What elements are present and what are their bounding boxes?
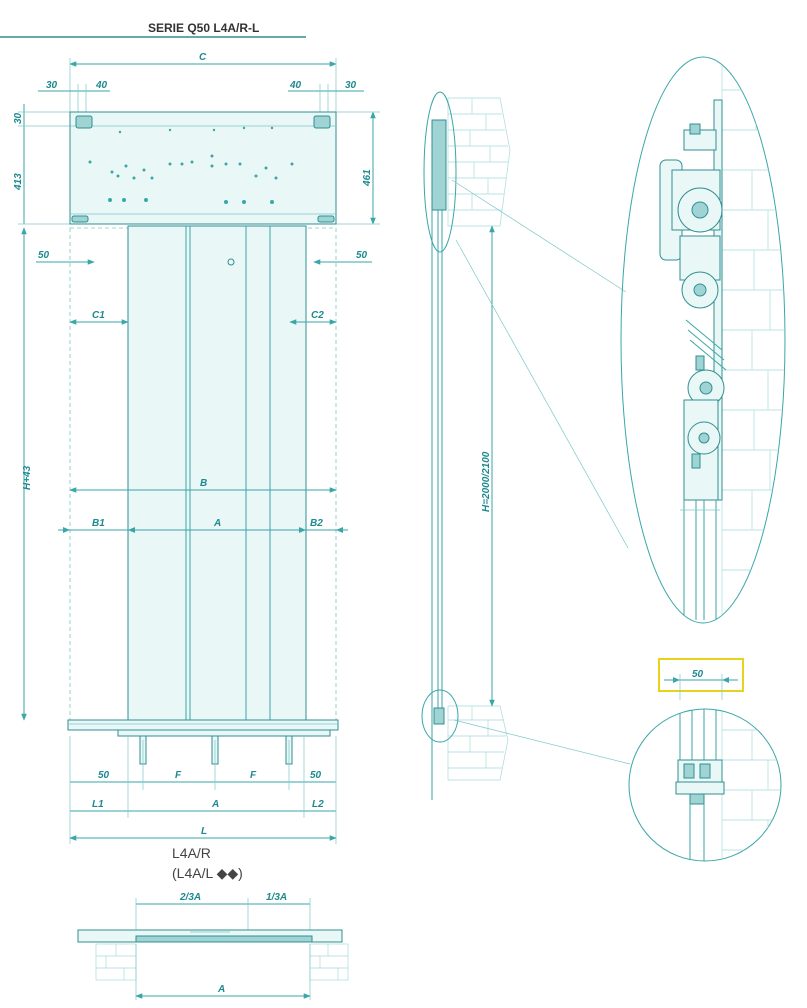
front-view: C 30 40 40 30 30 413 461: [13, 52, 380, 844]
title-block: SERIE Q50 L4A/R-L: [0, 21, 306, 38]
dim-right-30: 30: [345, 80, 357, 91]
plan-two-thirds: 2/3A: [179, 892, 201, 903]
dim-l1: L1: [92, 799, 104, 810]
drawing-title: SERIE Q50 L4A/R-L: [148, 21, 259, 35]
plan-one-third: 1/3A: [266, 892, 287, 903]
dim-f-right: F: [250, 770, 257, 781]
dim-f-left: F: [175, 770, 182, 781]
detail-top: [620, 56, 786, 624]
dim-v-30: 30: [13, 112, 24, 124]
dim-bottom-50-left: 50: [98, 770, 110, 781]
caption-line2: (L4A/L ◆◆): [172, 865, 243, 881]
dim-right-40: 40: [289, 80, 302, 91]
dim-left-40: 40: [95, 80, 108, 91]
dim-l: L: [201, 826, 207, 837]
detail-dim-50: 50: [692, 669, 704, 680]
dim-left-50: 50: [38, 250, 50, 261]
side-section: H=2000/2100: [421, 91, 631, 800]
dim-h43: H+43: [22, 465, 33, 490]
dim-c2: C2: [311, 310, 324, 321]
plan-view: 2/3A 1/3A A: [77, 892, 349, 1000]
caption-line1: L4A/R: [172, 845, 211, 861]
dim-bottom-50-right: 50: [310, 770, 322, 781]
dim-l2: L2: [312, 799, 324, 810]
dim-v-461: 461: [362, 169, 373, 187]
dim-v-413: 413: [13, 173, 24, 191]
dim-left-30: 30: [46, 80, 58, 91]
dim-b2: B2: [310, 518, 323, 529]
detail-bottom: 50: [628, 658, 782, 862]
plan-a: A: [217, 984, 225, 995]
highlight-box: [658, 658, 744, 692]
dim-b: B: [200, 478, 207, 489]
dim-a-bottom: A: [211, 799, 219, 810]
dim-right-50: 50: [356, 250, 368, 261]
dim-c: C: [199, 52, 207, 63]
dim-c1: C1: [92, 310, 105, 321]
dim-b1: B1: [92, 518, 105, 529]
side-h-dim: H=2000/2100: [481, 451, 492, 512]
dim-a: A: [213, 518, 221, 529]
